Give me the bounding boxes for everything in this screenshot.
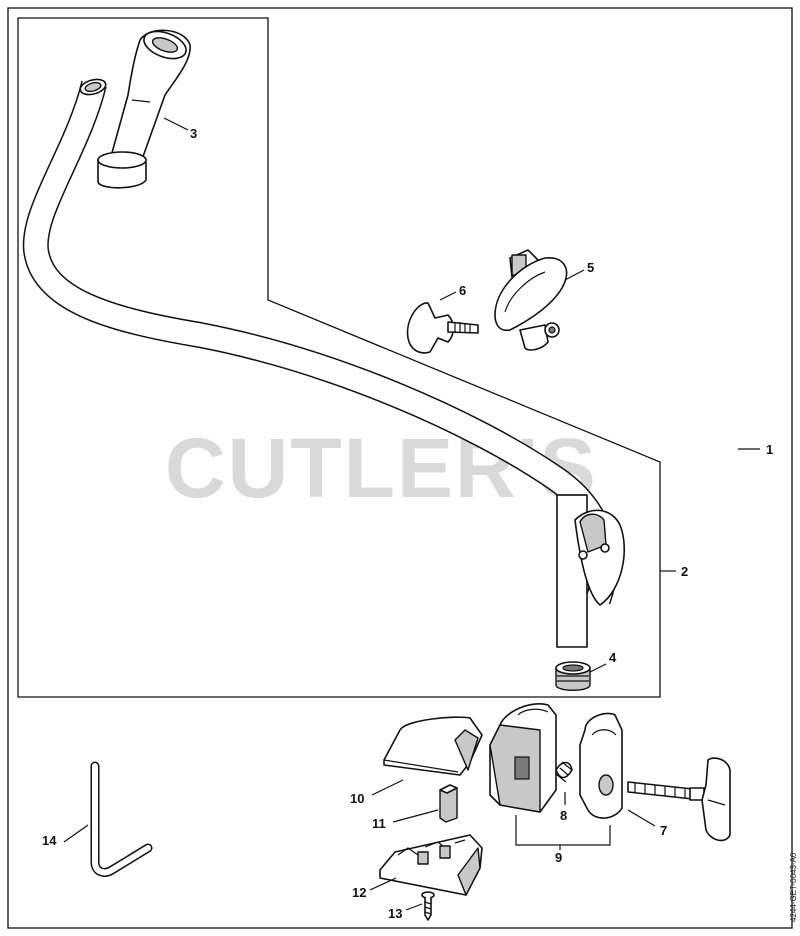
hex-key [90, 761, 153, 877]
callout-10: 10 [350, 791, 364, 806]
outer-frame [7, 7, 793, 929]
callout-13: 13 [388, 906, 402, 921]
clamp-half-left [489, 703, 557, 813]
callout-6: 6 [459, 283, 466, 298]
cover-top [383, 716, 483, 776]
clamp-bracket [494, 249, 568, 351]
callout-14: 14 [42, 833, 57, 848]
wing-screw-long [627, 757, 731, 842]
callout-9: 9 [555, 850, 562, 865]
grip [97, 29, 191, 189]
callout-5: 5 [587, 260, 594, 275]
leader-lines [63, 117, 760, 911]
callout-12: 12 [352, 885, 366, 900]
drawing-code: 4244-GET-0043-A0 [789, 852, 798, 922]
screw-small [421, 891, 435, 921]
plug [555, 661, 591, 691]
spring [555, 761, 573, 783]
callout-11: 11 [372, 816, 386, 831]
wing-screw-small [406, 302, 479, 354]
handlebar-tube [22, 78, 626, 648]
base-housing [379, 834, 483, 896]
callout-1: 1 [766, 442, 773, 457]
callout-8: 8 [560, 808, 567, 823]
assembly-frame [17, 17, 661, 698]
slider-block [439, 784, 458, 823]
clamp-half-right [579, 712, 623, 819]
callout-3: 3 [190, 126, 197, 141]
callout-2: 2 [681, 564, 688, 579]
callout-7: 7 [660, 823, 667, 838]
callout-4: 4 [609, 650, 617, 665]
